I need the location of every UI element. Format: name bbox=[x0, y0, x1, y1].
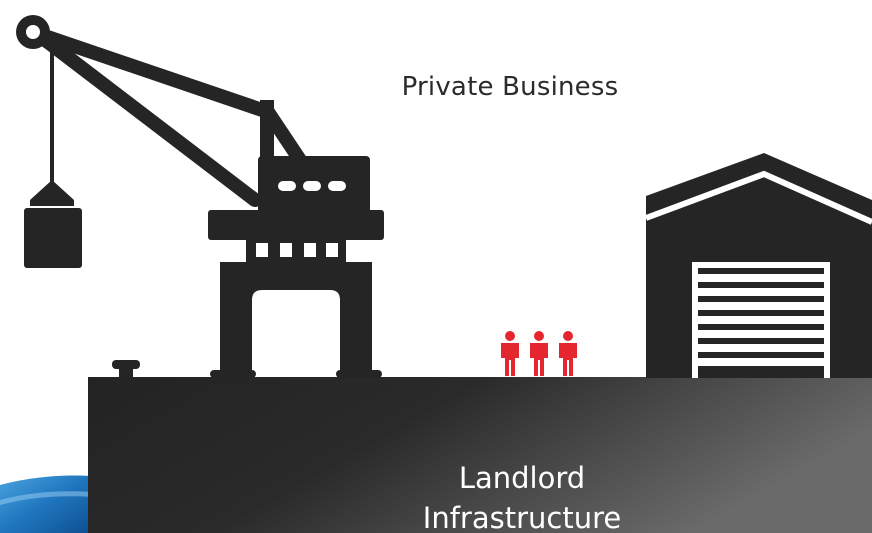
landlord-label-line2: Infrastructure bbox=[422, 501, 622, 533]
quay-block bbox=[88, 377, 872, 533]
people-icon bbox=[501, 331, 577, 376]
water-icon bbox=[0, 475, 92, 533]
warehouse-icon bbox=[644, 153, 872, 378]
bollard-icon bbox=[112, 360, 140, 378]
landlord-infrastructure-label: Landlord Infrastructure bbox=[372, 458, 672, 533]
private-business-label: Private Business bbox=[401, 72, 619, 102]
port-crane-icon bbox=[16, 15, 384, 378]
landlord-label-line1: Landlord bbox=[458, 461, 586, 495]
